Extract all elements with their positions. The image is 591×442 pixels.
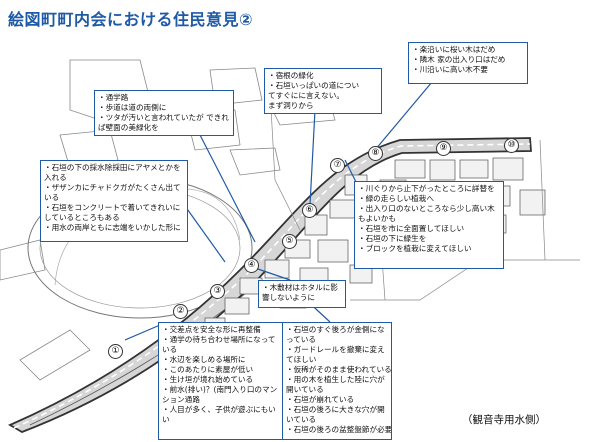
comment-line: ・石垣のすぐ後ろが金側になっている xyxy=(286,325,385,345)
comment-line: ・宿根の緑化 xyxy=(268,71,314,80)
comment-line: ・石垣をコンクリートで着いてきれいにしているところもある xyxy=(44,203,181,223)
comment-line: ・木敷材はホタルに影響しないように xyxy=(262,283,338,303)
comment-line: ・出入り口のないところなら少し高い木もよいかも xyxy=(358,204,495,224)
comment-line: ・前水(排い)？(南門入り口のマンション通路 xyxy=(162,385,278,405)
comment-line: ・緑の走らしい植栽へ xyxy=(358,194,434,204)
comment-line: ・ガードレールを撤棄に変えてほしい xyxy=(286,345,385,365)
comment-box-7: ・交差点を安全な形に再整備 ・通学の待ち合わせ場所になっている ・水辺を楽しめる… xyxy=(158,322,284,440)
comment-line: ・歩道は道の両側に xyxy=(98,103,167,113)
comment-box-3: ・通学路 ・歩道は道の両側に ・ツタが汚いと言われていたが できれば壁面の美緑化… xyxy=(94,90,234,136)
comment-line: ・用水の両岸ともに志端をいかした形に xyxy=(44,223,181,233)
comment-line: てすぐにに言えない。 xyxy=(268,91,344,101)
marker-1: ① xyxy=(108,344,123,359)
marker-10: ⑩ xyxy=(504,138,519,153)
comment-box-5: ・川ぐりから止下がったところに詳替を ・緑の走らしい植栽へ ・出入り口のないとこ… xyxy=(354,181,504,269)
page-title: 絵図町町内会における住民意見② xyxy=(8,10,254,29)
comment-line: ・人目が多く、子供が遊ぶにもいい xyxy=(162,405,276,425)
comment-line: ・石垣の後ろの盆整盤節が必要 xyxy=(286,425,392,435)
comment-box-1: ・楽沿いに桜い木はだめ ・隣木 家の出入り口はだめ ・川沿いに高い木不要 xyxy=(408,42,528,84)
comment-line: ・楽沿いに桜い木はだめ xyxy=(412,45,496,54)
comment-line: ・石垣を市に全面置してほしい xyxy=(358,224,465,234)
comment-line: ・石垣の下の採水除採田にアヤメとかを入れる xyxy=(44,163,181,183)
comment-line: ・川ぐりから止下がったところに詳替を xyxy=(358,184,495,193)
comment-line: ・石垣の後ろに大きな穴が開いている xyxy=(286,405,385,425)
comment-box-2: ・宿根の緑化 ・石垣いっぱいの道につい てすぐにに言えない。 まず洞りから xyxy=(264,68,382,114)
comment-line: ・仮稀がそのまま使われている xyxy=(286,365,392,375)
marker-5: ⑤ xyxy=(282,234,297,249)
marker-3: ③ xyxy=(210,284,225,299)
comment-line: ・通学の待ち合わせ場所になっている xyxy=(162,335,276,355)
comment-line: ・通学路 xyxy=(98,93,129,102)
marker-6: ⑥ xyxy=(302,203,317,218)
marker-4: ④ xyxy=(244,258,259,273)
comment-line: ・ブロックを植栽に変えてほしい xyxy=(358,244,472,254)
comment-box-6: ・木敷材はホタルに影響しないように xyxy=(258,280,346,308)
marker-8: ⑧ xyxy=(368,146,383,161)
comment-line: まず洞りから xyxy=(268,101,314,111)
comment-line: ・石垣いっぱいの道につい xyxy=(268,81,360,91)
comment-line: ・用の木を植生した陸に穴が開いている xyxy=(286,375,385,395)
comment-line: ・川沿いに高い木不要 xyxy=(412,65,488,75)
caption: （観音寺用水側） xyxy=(462,414,546,426)
comment-line: ・水辺を楽しめる場所に xyxy=(162,355,246,365)
comment-line: ・石垣の下に緑生を xyxy=(358,234,427,244)
marker-9: ⑨ xyxy=(436,141,451,156)
marker-2: ② xyxy=(173,304,188,319)
comment-line: ・隣木 家の出入り口はだめ xyxy=(412,55,506,65)
comment-line: ・このあたりに素屋が低い xyxy=(162,365,254,375)
comment-box-8: ・石垣のすぐ後ろが金側になっている ・ガードレールを撤棄に変えてほしい ・仮稀が… xyxy=(282,322,392,440)
comment-line: ・交差点を安全な形に再整備 xyxy=(162,325,261,334)
comment-line: ・生け垣が境れ始めている xyxy=(162,375,254,385)
comment-line: ・ザザンカにチャドクガがたくさん出ている xyxy=(44,183,181,203)
comment-line: ・石垣が崩れている xyxy=(286,395,355,405)
comment-box-4: ・石垣の下の採水除採田にアヤメとかを入れる ・ザザンカにチャドクガがたくさん出て… xyxy=(40,160,188,242)
comment-line: ・ツタが汚いと言われていたが できれば壁面の美緑化を xyxy=(98,113,229,133)
marker-7: ⑦ xyxy=(330,158,345,173)
